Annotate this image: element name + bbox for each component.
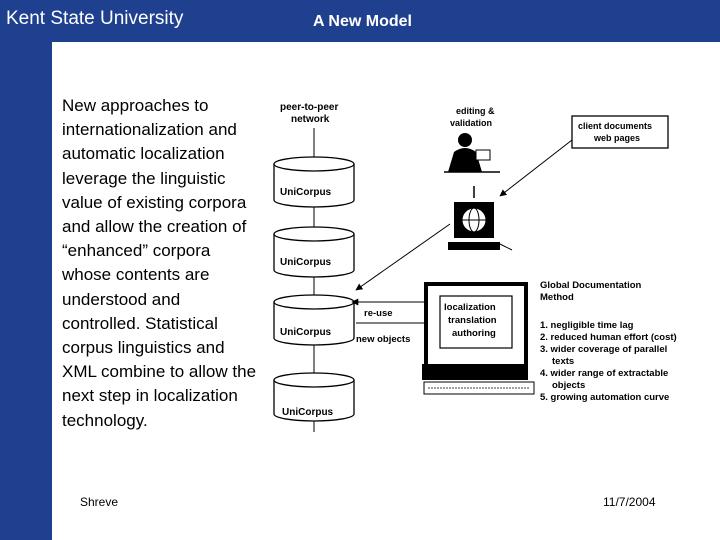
gdm-item: texts (552, 356, 574, 367)
client-documents-line2: web pages (593, 133, 640, 143)
new-objects-label: new objects (356, 334, 410, 345)
editing-label-line1: editing & (456, 106, 495, 116)
editor-person-icon (444, 133, 500, 173)
gdm-item: 2. reduced human effort (cost) (540, 332, 677, 343)
institution-title: Kent State University (6, 8, 184, 29)
editing-label-line2: validation (450, 118, 492, 128)
body-paragraph: New approaches to internationalization a… (62, 96, 257, 430)
model-diagram: peer-to-peer network UniCorpus UniCorpus… (273, 102, 677, 432)
p2p-label-line2: network (291, 114, 330, 125)
computer-connector (499, 243, 513, 251)
globe-computer-icon (448, 202, 500, 250)
unicorpus-cylinder: UniCorpus (273, 156, 355, 208)
translation-label: translation (448, 315, 497, 326)
gdm-title-line2: Method (540, 292, 574, 303)
slide-title: A New Model (313, 13, 412, 30)
p2p-label-line1: peer-to-peer (280, 102, 338, 113)
gdm-item: 5. growing automation curve (540, 392, 669, 403)
left-sidebar-band (0, 0, 52, 540)
unicorpus-label: UniCorpus (282, 407, 334, 418)
footer-author: Shreve (80, 495, 119, 509)
unicorpus-label: UniCorpus (280, 187, 332, 198)
client-documents-box (571, 115, 669, 149)
gdm-title-line1: Global Documentation (540, 280, 642, 291)
gdm-item: 1. negligible time lag (540, 320, 634, 331)
gdm-item: 4. wider range of extractable (540, 368, 668, 379)
gdm-item: objects (552, 380, 585, 391)
computer-to-corpus-arrow (355, 223, 451, 291)
authoring-label: authoring (452, 328, 496, 339)
client-to-computer-arrow (499, 139, 573, 197)
localization-monitor (422, 282, 535, 395)
unicorpus-cylinder: UniCorpus (273, 226, 355, 278)
unicorpus-cylinder: UniCorpus (273, 372, 355, 422)
localization-label: localization (444, 302, 496, 313)
client-documents-line1: client documents (578, 121, 652, 131)
header-bar (0, 0, 720, 42)
unicorpus-cylinder: UniCorpus (273, 294, 355, 346)
gdm-item: 3. wider coverage of parallel (540, 344, 667, 355)
footer-date: 11/7/2004 (603, 495, 656, 509)
reuse-label: re-use (364, 308, 393, 319)
unicorpus-label: UniCorpus (280, 257, 332, 268)
unicorpus-label: UniCorpus (280, 327, 332, 338)
